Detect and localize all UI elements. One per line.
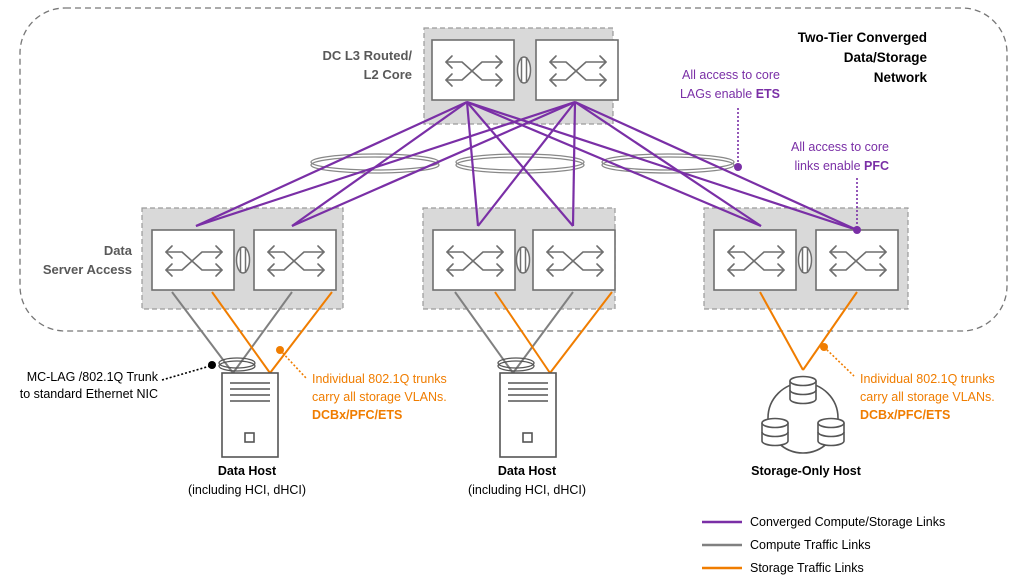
access-vsx-icon-2 (515, 246, 531, 274)
lag-ellipses (310, 153, 735, 174)
trunk-note-2-line-2: carry all storage VLANs. (860, 390, 995, 404)
mclag-line-2: to standard Ethernet NIC (20, 387, 158, 401)
core-switch-1 (431, 39, 515, 101)
legend: Converged Compute/Storage Links Compute … (702, 515, 945, 575)
ann-ets-line-1: All access to core (682, 68, 780, 82)
ann-ets-line-2: LAGs enable ETS (680, 87, 780, 101)
title-line-1: Two-Tier Converged (798, 30, 927, 45)
mclag-line-1: MC-LAG /802.1Q Trunk (27, 370, 159, 384)
core-label-line-2: L2 Core (364, 67, 412, 82)
data-host-2-icon (499, 372, 557, 458)
title-line-2: Data/Storage (844, 50, 928, 65)
legend-label-storage: Storage Traffic Links (750, 561, 864, 575)
trunk-note-2-line-3: DCBx/PFC/ETS (860, 408, 950, 422)
trunk-note-1-line-2: carry all storage VLANs. (312, 390, 447, 404)
host-2-name: Data Host (498, 464, 557, 478)
host-1-sub: (including HCI, dHCI) (188, 483, 306, 497)
host-1-name: Data Host (218, 464, 277, 478)
core-label-line-1: DC L3 Routed/ (322, 48, 412, 63)
access-label-line-1: Data (104, 243, 133, 258)
access-switch-2b (532, 229, 616, 291)
trunk-note-1-line-3: DCBx/PFC/ETS (312, 408, 402, 422)
data-host-1-icon (221, 372, 279, 458)
access-vsx-icon-3 (797, 246, 813, 274)
access-switch-3a (713, 229, 797, 291)
access-vsx-icon-1 (235, 246, 251, 274)
host-3-name: Storage-Only Host (751, 464, 862, 478)
ann-pfc-line-2: links enable PFC (795, 159, 890, 173)
core-switch-2 (535, 39, 619, 101)
network-boundary (19, 7, 1008, 332)
storage-host-icon (761, 375, 845, 454)
title-line-3: Network (874, 70, 928, 85)
trunk-note-2-line-1: Individual 802.1Q trunks (860, 372, 995, 386)
access-switch-1a (151, 229, 235, 291)
legend-label-converged: Converged Compute/Storage Links (750, 515, 945, 529)
storage-links (211, 291, 858, 374)
legend-label-compute: Compute Traffic Links (750, 538, 871, 552)
access-switch-3b (815, 229, 899, 291)
host-lag-ellipses (218, 357, 535, 372)
access-switch-1b (253, 229, 337, 291)
access-label-line-2: Server Access (43, 262, 132, 277)
access-switch-2a (432, 229, 516, 291)
annotation-leaders (161, 108, 861, 381)
converged-links (195, 100, 858, 232)
trunk-note-1-line-1: Individual 802.1Q trunks (312, 372, 447, 386)
host-2-sub: (including HCI, dHCI) (468, 483, 586, 497)
ann-pfc-line-1: All access to core (791, 140, 889, 154)
core-vsx-icon (516, 56, 532, 84)
